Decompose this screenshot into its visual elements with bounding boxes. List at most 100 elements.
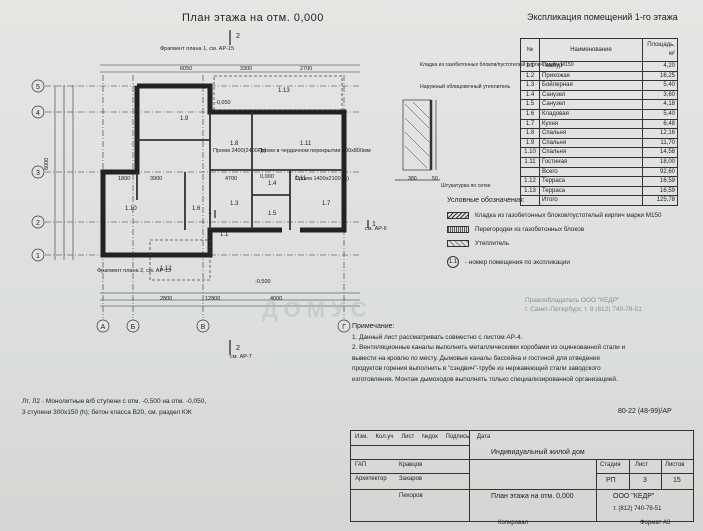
axis-number: 5 [36,84,40,91]
stage-label: Стадия [600,462,621,468]
stamp-name: Кравцов [399,462,423,468]
section-mark: 2 [236,33,240,40]
level-mark: -0,050 [215,100,231,106]
stage-value: 15 [673,477,681,484]
table-cell: Санузел [539,99,643,110]
dimension: 3900 [150,176,162,182]
table-header: № [520,38,540,62]
detail-label: Наружный облицовочный утеплитель [420,83,511,90]
table-cell: Спальня [539,137,643,149]
dimension: 3300 [240,66,252,72]
sheet-ref: см. АР-7 [230,354,252,360]
section-mark: 2 [236,345,240,352]
title-block: Изм. Кол.уч Лист №док Подпись Дата ГАП А… [350,430,694,522]
table-cell: Кладовая [539,108,643,120]
table-cell: Бойлерная [539,80,643,91]
room-label: 1.6 [192,206,201,212]
table-cell: 92,60 [642,166,678,178]
table-cell: 1.12 [520,176,540,187]
wall-detail [395,99,440,181]
axis-number: 4 [36,110,40,117]
dimension: 12800 [205,296,220,302]
table-cell: Всего [539,166,643,178]
note-line: продуктов горения выполнить в "сэндвич"-… [352,365,601,372]
owner-line: Правообладатель ООО "КЕДР" [525,297,620,304]
stairs-line: 3 ступени 300х150 (h); бетон класса В20,… [22,409,192,416]
table-cell: 6,48 [642,118,678,130]
org-name: ООО "КЕДР" [613,493,655,500]
dimension: 2700 [300,66,312,72]
axis-letter-g: Г [342,324,346,331]
table-cell: 14,58 [642,147,678,158]
notes: Примечание: 1. Данный лист рассматривать… [352,322,625,385]
hatch-swatch [447,212,469,219]
table-cell: 16,25 [642,70,678,82]
owner-stamp: Правообладатель ООО "КЕДР" г. Санкт-Пете… [525,296,642,314]
explication-title: Экспликация помещений 1-го этажа [527,12,678,22]
table-cell: Гостиная [539,156,643,168]
level-mark: -0,500 [255,279,271,285]
copied-label: Копировал [498,520,529,526]
table-cell: 1.13 [520,185,540,197]
note-line: вывести на кровлю по месту. Дымовые кана… [352,354,600,362]
table-cell: 11,70 [642,137,678,149]
project-name: Индивидуальный жилой дом [491,449,585,456]
legend-item: 1.1- номер помещения по экспликации [447,256,570,268]
table-header: Площадь, м² [642,38,678,62]
axis-number: 3 [36,170,40,177]
table-cell: 1.4 [520,89,540,101]
table-cell: 5,40 [642,80,678,91]
note-line: изготовления. Монтаж дымоходов выполнять… [352,375,618,383]
level-mark: 0,000 [260,174,274,180]
axis-letter-v: В [201,324,206,331]
room-label: 1.3 [230,201,239,207]
room-label: 1.4 [268,181,277,187]
detail-caption: Штукатурка по сетке [441,183,491,189]
note-line: 2. Вентиляционные каналы выполнить метал… [352,344,626,351]
stage-label: Лист [635,462,649,468]
stairs-line: Лт, Л2 - Монолитные в/б ступени с отм. -… [22,398,207,405]
stamp-role: Архитектор [355,476,387,482]
stairs-note: Лт, Л2 - Монолитные в/б ступени с отм. -… [22,396,206,418]
note-line: 1. Данный лист рассматривать совместно с… [352,333,523,341]
table-cell: 12,16 [642,128,678,139]
notes-title: Примечание: [352,323,395,330]
watermark: ДОМУС [262,297,373,322]
table-cell: Спальня [539,147,643,158]
table-cell: Санузел [539,89,643,101]
partition-swatch [447,226,469,233]
table-cell: Спальня [539,128,643,139]
legend-label: - номер помещения по экспликации [465,258,570,266]
legend-title: Условные обозначения: [447,197,525,204]
table-cell: 1.6 [520,108,540,120]
room-label: 1.8 [230,141,239,147]
legend-label: Утеплитель [475,240,509,247]
table-cell: 1.3 [520,80,540,91]
room-label: 1.13 [278,88,290,94]
table-cell: 18,00 [642,156,678,168]
legend-item: Кладка из газобетонных блоков/пустотелый… [447,212,661,219]
table-cell: Терраса [539,185,643,197]
table-header-row: № Наименование Площадь, м² [520,38,678,62]
stage-label: Листов [665,462,685,468]
insulation-swatch [447,240,469,247]
room-label: 1.7 [322,201,331,207]
dimension: 4000 [270,296,282,302]
fragment-label: Фрагмент плана 1, см. АР-15 [160,46,234,52]
table-cell: Прихожая [539,70,643,82]
legend-item: Перегородки из газобетонных блоков [447,226,584,233]
table-cell: 125,78 [642,195,678,206]
table-cell: Тамбур [539,61,643,72]
table-cell: 1.8 [520,128,540,139]
room-label: 1.10 [125,206,137,212]
table-cell: 3,60 [642,89,678,101]
